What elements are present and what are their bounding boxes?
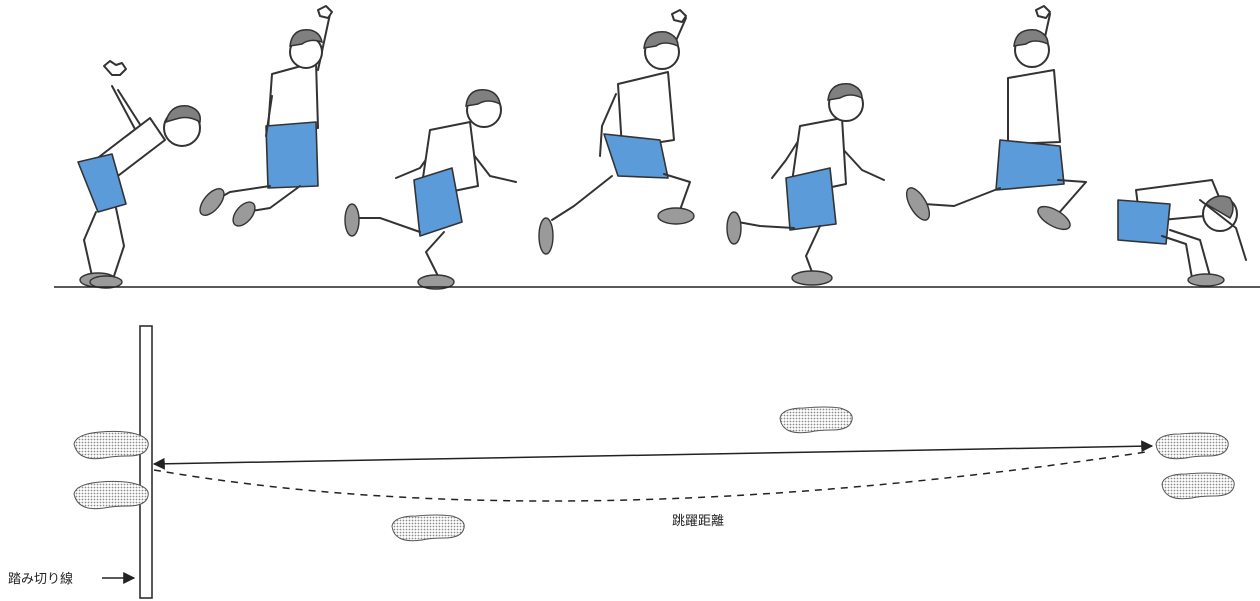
figure-jump-tuck (196, 6, 332, 230)
figure-landing-crouch (1118, 180, 1246, 286)
footprints (74, 407, 1234, 541)
footprint-landing-1 (1156, 433, 1228, 459)
figure-leap-2 (902, 6, 1086, 234)
takeoff-board (140, 326, 152, 598)
jump-trajectory-dashed (154, 452, 1146, 501)
footprint-landing-2 (1162, 473, 1234, 499)
footprint-middle-upper (780, 407, 852, 433)
footprint-left-takeoff-1 (74, 431, 148, 458)
figure-leap-1 (539, 10, 694, 254)
jump-figure-sequence (78, 6, 1246, 289)
footprint-middle-lower (392, 515, 464, 541)
figure-crouch-arms-back (78, 61, 200, 288)
figure-run-2 (727, 84, 884, 285)
footprint-left-takeoff-2 (74, 481, 148, 508)
takeoff-line-label: 踏み切り線 (8, 571, 73, 587)
jump-distance-label: 跳躍距離 (672, 514, 724, 529)
jump-distance-line (154, 446, 1152, 464)
figure-run-1 (345, 90, 516, 289)
